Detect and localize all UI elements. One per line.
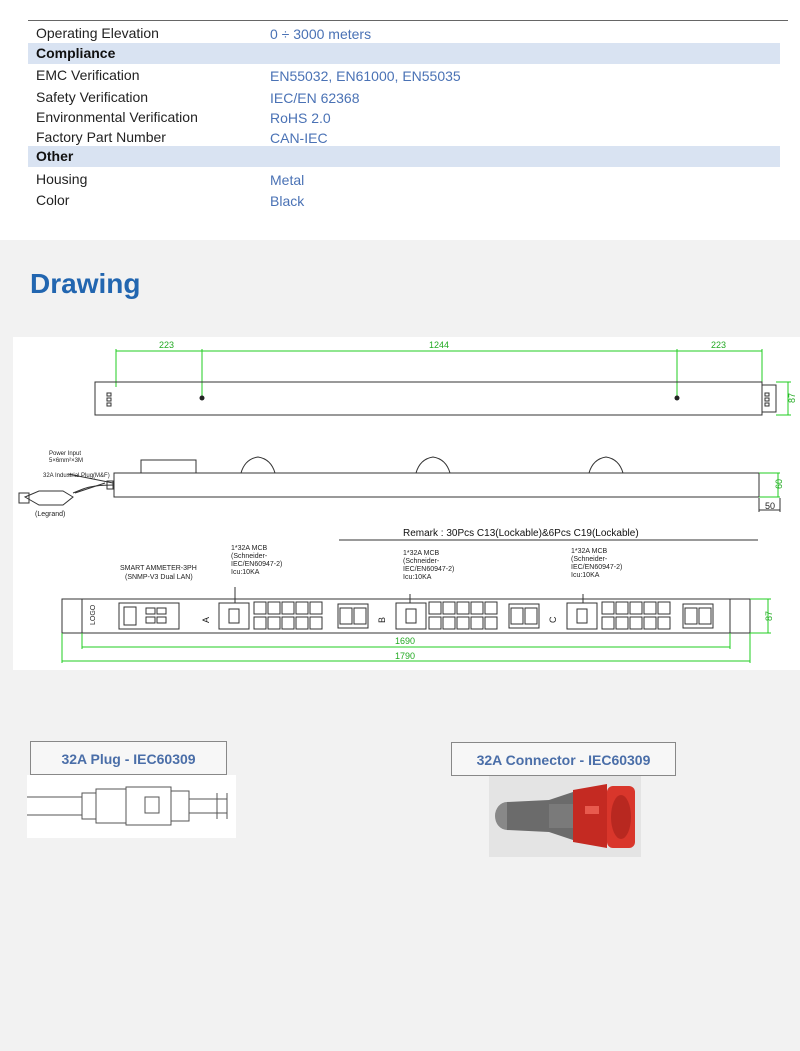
plug-illustration xyxy=(27,775,236,838)
mcb-label-c: IEC/EN60947-2) xyxy=(571,564,622,571)
mcb-label-b: IEC/EN60947-2) xyxy=(403,566,454,573)
spec-label: Factory Part Number xyxy=(36,129,166,145)
mcb-label-b: (Schneider- xyxy=(403,558,440,565)
mount-hole xyxy=(199,395,205,401)
spec-table: Operating Elevation 0 ÷ 3000 meters Comp… xyxy=(0,0,800,240)
mcb-label-a: Icu:10KA xyxy=(231,569,260,576)
logo-label: LOGO xyxy=(90,604,97,625)
mcb-label-b: Icu:10KA xyxy=(403,574,432,581)
dim-label: 87 xyxy=(764,611,774,621)
c13-outlets xyxy=(253,601,671,630)
spec-label: Operating Elevation xyxy=(36,25,159,41)
phase-label: A xyxy=(201,617,211,623)
spec-value: IEC/EN 62368 xyxy=(270,90,360,106)
spec-label: Color xyxy=(36,192,70,208)
plug-label: 32A Industrial Plug(M&F) xyxy=(43,473,110,479)
power-input-label: Power Input xyxy=(49,451,81,457)
side-view xyxy=(18,456,781,512)
mcb-label-c: (Schneider- xyxy=(571,556,608,563)
front-dimensions xyxy=(61,598,771,663)
dim-label: 60 xyxy=(774,479,784,489)
dim-label: 1244 xyxy=(429,340,449,350)
spec-row-safety: Safety Verification IEC/EN 62368 xyxy=(28,87,780,108)
connector-label-box: 32A Connector - IEC60309 xyxy=(451,742,676,776)
spec-row-color: Color Black xyxy=(28,190,780,211)
front-view xyxy=(61,587,751,634)
spec-label: EMC Verification xyxy=(36,67,140,83)
section-header-other: Other xyxy=(28,146,780,167)
table-top-rule xyxy=(28,20,788,21)
dim-label: 223 xyxy=(711,340,726,350)
mcb-label-a: IEC/EN60947-2) xyxy=(231,561,282,568)
section-header-compliance: Compliance xyxy=(28,43,780,64)
mount-hole xyxy=(674,395,680,401)
mcb-label-a: (Schneider- xyxy=(231,553,268,560)
spec-row-operating-elevation: Operating Elevation 0 ÷ 3000 meters xyxy=(28,23,780,44)
remark-text: Remark : 30Pcs C13(Lockable)&6Pcs C19(Lo… xyxy=(403,528,639,539)
section-title: Other xyxy=(36,148,74,164)
connector-photo xyxy=(489,776,641,857)
dim-label: 1790 xyxy=(395,651,415,661)
spec-value: Black xyxy=(270,193,305,209)
plug-label-box: 32A Plug - IEC60309 xyxy=(30,741,227,775)
dim-label: 87 xyxy=(787,393,797,403)
spec-label: Safety Verification xyxy=(36,89,149,105)
drawing-title: Drawing xyxy=(30,268,141,299)
ammeter-label: SMART AMMETER-3PH xyxy=(120,565,197,572)
ammeter-label: (SNMP-V3 Dual LAN) xyxy=(125,574,193,581)
spec-value: 0 ÷ 3000 meters xyxy=(270,26,372,42)
section-title: Compliance xyxy=(36,45,116,61)
cable-label: 5×6mm²×3M xyxy=(49,458,83,464)
top-view xyxy=(94,349,791,416)
dim-label: 1690 xyxy=(395,636,415,646)
spec-value: CAN-IEC xyxy=(270,130,328,146)
phase-label: C xyxy=(548,616,558,623)
spec-row-environmental: Environmental Verification RoHS 2.0 xyxy=(28,107,780,128)
dim-label: 223 xyxy=(159,340,174,350)
phase-label: B xyxy=(377,617,387,623)
plug-drawing xyxy=(27,786,228,826)
mcb-label-c: Icu:10KA xyxy=(571,572,600,579)
mcb-label-c: 1*32A MCB xyxy=(571,548,608,555)
spec-row-housing: Housing Metal xyxy=(28,169,780,190)
mcb-label-b: 1*32A MCB xyxy=(403,550,440,557)
spec-value: RoHS 2.0 xyxy=(270,110,331,126)
spec-row-factory-part: Factory Part Number CAN-IEC xyxy=(28,127,780,148)
mcb-label-a: 1*32A MCB xyxy=(231,545,268,552)
technical-drawing: 223 1244 223 87 Power Input 5×6mm²×3M 32… xyxy=(13,337,800,670)
legrand-label: (Legrand) xyxy=(35,511,65,518)
dim-label: 50 xyxy=(765,501,775,511)
spec-value: Metal xyxy=(270,172,305,188)
connector-drawing xyxy=(489,776,641,857)
c19-outlets xyxy=(339,607,712,625)
drawing-svg: 223 1244 223 87 Power Input 5×6mm²×3M 32… xyxy=(18,340,797,663)
spec-row-emc: EMC Verification EN55032, EN61000, EN550… xyxy=(28,65,780,86)
spec-value: EN55032, EN61000, EN55035 xyxy=(270,68,461,84)
spec-label: Housing xyxy=(36,171,88,187)
spec-label: Environmental Verification xyxy=(36,109,198,125)
